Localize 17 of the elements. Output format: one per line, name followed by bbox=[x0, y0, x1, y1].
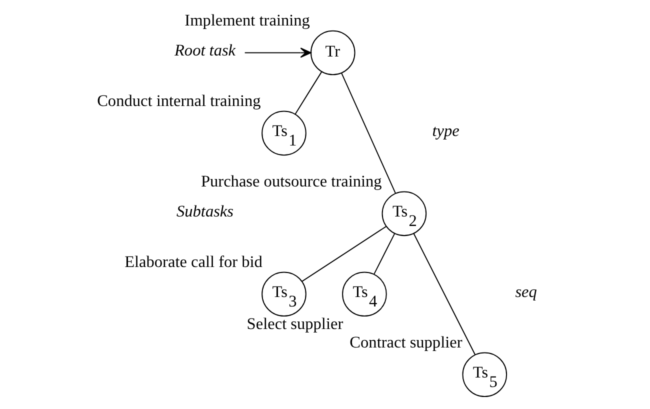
connector bbox=[301, 226, 386, 282]
arrow bbox=[244, 48, 311, 58]
node-text: Root task bbox=[174, 40, 236, 60]
node-label: Elaborate call for bid bbox=[124, 252, 262, 271]
node-circle: Tr bbox=[310, 30, 355, 76]
node-label: Select supplier bbox=[246, 314, 343, 334]
node-label: Purchase outsource training bbox=[200, 171, 382, 190]
connector bbox=[294, 72, 322, 114]
label: type bbox=[432, 121, 459, 140]
node-label: Implement training bbox=[184, 10, 310, 30]
connector bbox=[340, 72, 396, 194]
label: Subtasks bbox=[176, 202, 234, 221]
label: seq bbox=[514, 282, 536, 301]
node-label: Contract supplier bbox=[349, 332, 462, 352]
connector bbox=[373, 233, 395, 275]
node-label: Conduct internal training bbox=[96, 91, 260, 110]
connector bbox=[412, 233, 476, 355]
